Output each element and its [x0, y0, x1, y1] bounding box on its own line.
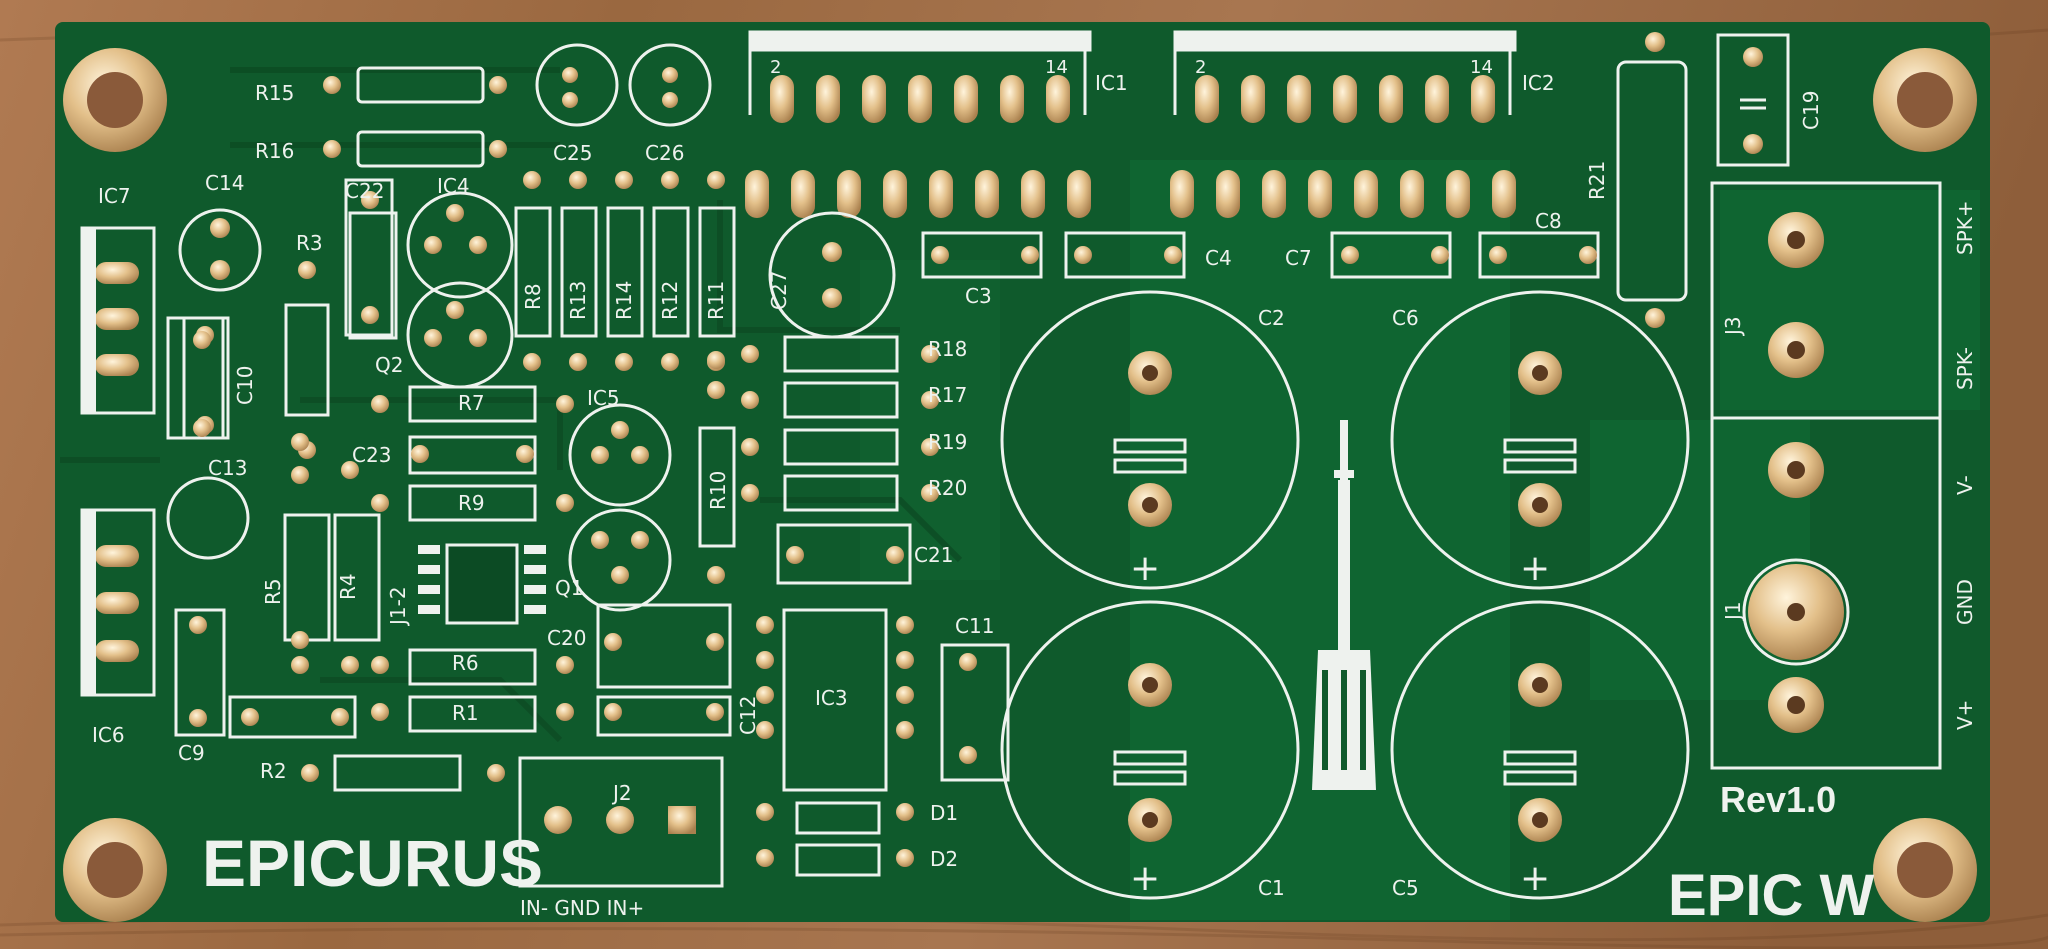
mounting-holes — [63, 48, 1977, 922]
bulk-capacitors — [1000, 290, 1690, 900]
power-speaker-terminals — [1710, 181, 1942, 770]
label-ic2-pin14: 14 — [1470, 57, 1493, 78]
label-c21: C21 — [914, 543, 953, 567]
label-d2: D2 — [930, 847, 958, 871]
label-spk-plus: SPK+ — [1953, 200, 1977, 255]
silkscreen-labels: R15 R16 C25 C26 C14 IC7 C22 IC4 R3 Q2 C1… — [92, 57, 1977, 920]
label-c22: C22 — [345, 179, 384, 203]
label-r12: R12 — [658, 281, 682, 320]
label-c9: C9 — [178, 741, 205, 765]
label-c1-plus: + — [1130, 858, 1160, 899]
label-c13: C13 — [208, 456, 247, 480]
label-r17: R17 — [928, 383, 967, 407]
label-ic1: IC1 — [1095, 71, 1128, 95]
label-j2: J2 — [611, 781, 632, 805]
label-ic4: IC4 — [437, 174, 470, 198]
label-ic2-pin2: 2 — [1195, 57, 1206, 78]
label-c1: C1 — [1258, 876, 1285, 900]
label-c5: C5 — [1392, 876, 1419, 900]
label-c7: C7 — [1285, 246, 1312, 270]
traces — [60, 67, 963, 743]
label-c26: C26 — [645, 141, 684, 165]
label-c5-plus: + — [1520, 858, 1550, 899]
label-ic2: IC2 — [1522, 71, 1555, 95]
label-c19: C19 — [1799, 91, 1823, 130]
label-v-plus: V+ — [1953, 700, 1977, 730]
label-r4: R4 — [336, 573, 360, 600]
ic6-ic7-pins — [82, 228, 139, 695]
label-r14: R14 — [612, 281, 636, 320]
label-q1: Q1 — [555, 576, 583, 600]
r21-c19-outline — [1616, 33, 1790, 302]
label-ic6: IC6 — [92, 723, 125, 747]
label-j3: J3 — [1721, 316, 1745, 337]
label-c10: C10 — [233, 366, 257, 405]
label-d1: D1 — [930, 801, 958, 825]
ic-packages — [418, 543, 888, 792]
label-ic3: IC3 — [815, 686, 848, 710]
label-ic1-pin14: 14 — [1045, 57, 1068, 78]
label-c2-plus: + — [1130, 548, 1160, 589]
label-spk-minus: SPK- — [1953, 347, 1977, 390]
label-j1-2: J1-2 — [386, 586, 410, 627]
label-r5: R5 — [261, 578, 285, 605]
screwdriver-graphic — [1312, 420, 1376, 790]
label-c14: C14 — [205, 171, 244, 195]
label-r10: R10 — [706, 471, 730, 510]
label-r3: R3 — [296, 231, 323, 255]
label-ic5: IC5 — [587, 386, 620, 410]
label-r15: R15 — [255, 81, 294, 105]
ic1-ic2-outline — [748, 30, 1517, 115]
label-r2: R2 — [260, 759, 287, 783]
label-c4: C4 — [1205, 246, 1232, 270]
label-r19: R19 — [928, 430, 967, 454]
label-c27: C27 — [767, 271, 791, 310]
label-gnd: GND — [1953, 579, 1977, 625]
r21-c19-pads — [1645, 32, 1763, 328]
label-r7: R7 — [458, 391, 485, 415]
label-ic1-pin2: 2 — [770, 57, 781, 78]
label-r16: R16 — [255, 139, 294, 163]
label-r9: R9 — [458, 491, 485, 515]
label-v-minus: V- — [1953, 475, 1977, 495]
label-r1: R1 — [452, 701, 479, 725]
label-r8: R8 — [521, 283, 545, 310]
model-epic-w: EPIC W — [1668, 863, 1874, 928]
revision-label: Rev1.0 — [1720, 779, 1836, 820]
label-j1: J1 — [1721, 601, 1745, 622]
label-c11: C11 — [955, 614, 994, 638]
label-c6-plus: + — [1520, 548, 1550, 589]
bulk-cap-pads — [1128, 351, 1562, 842]
label-r6: R6 — [452, 651, 479, 675]
component-pads — [189, 67, 1597, 867]
label-r18: R18 — [928, 337, 967, 361]
label-r11: R11 — [704, 281, 728, 320]
label-r20: R20 — [928, 476, 967, 500]
ic-header-pins — [745, 75, 1516, 218]
label-c20: C20 — [547, 626, 586, 650]
terminal-pads — [1748, 212, 1844, 733]
label-ic7: IC7 — [98, 184, 131, 208]
label-c23: C23 — [352, 443, 391, 467]
label-c25: C25 — [553, 141, 592, 165]
brand-epicurus: EPICURUS — [202, 826, 543, 900]
label-c12: C12 — [736, 696, 760, 735]
label-c6: C6 — [1392, 306, 1419, 330]
small-component-outlines — [80, 43, 1600, 888]
label-r13: R13 — [566, 281, 590, 320]
label-j2-pins: IN- GND IN+ — [520, 896, 644, 920]
label-c2: C2 — [1258, 306, 1285, 330]
label-c3: C3 — [965, 284, 992, 308]
label-r21: R21 — [1585, 161, 1609, 200]
label-q2: Q2 — [375, 353, 403, 377]
label-c8: C8 — [1535, 209, 1562, 233]
